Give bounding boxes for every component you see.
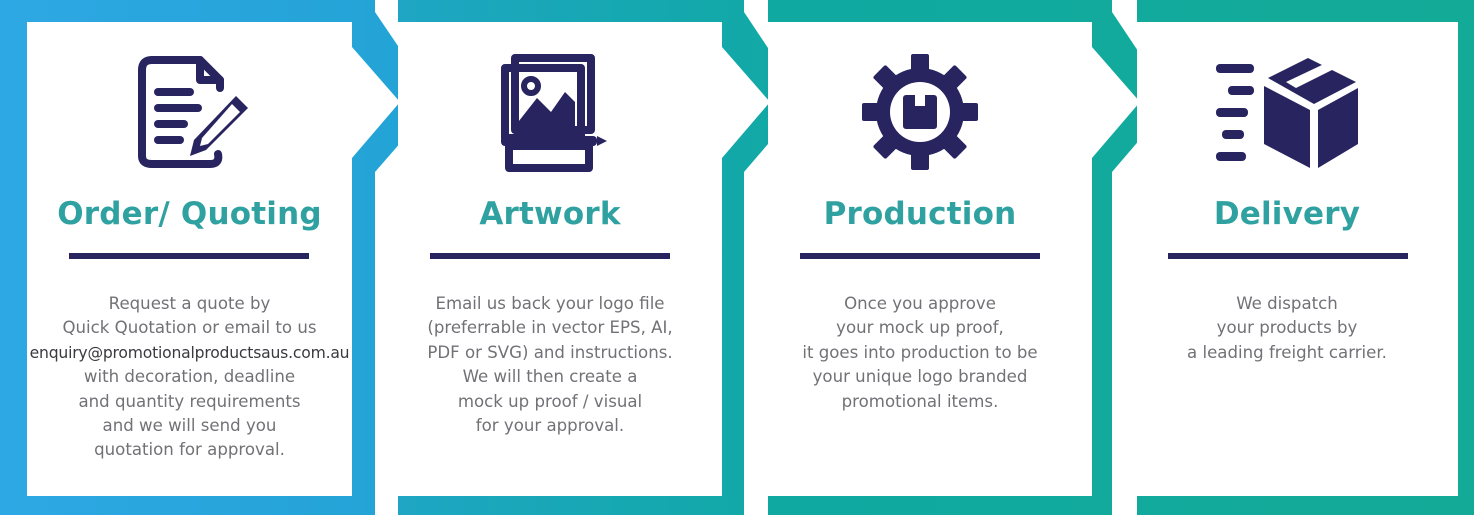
description-line: (preferrable in vector EPS, AI, xyxy=(427,318,673,338)
step-description: We dispatch your products by a leading f… xyxy=(1137,292,1437,365)
step-description: Request a quote by Quick Quotation or em… xyxy=(27,292,352,463)
title-underline xyxy=(430,253,670,259)
step-title: Delivery xyxy=(1213,196,1361,232)
description-line: We dispatch xyxy=(1236,294,1338,313)
step-order-quoting: Order/ Quoting Request a quote by Quick … xyxy=(27,0,352,515)
step-title: Order/ Quoting xyxy=(57,196,322,232)
title-underline xyxy=(1168,253,1408,259)
description-line: and we will send you xyxy=(102,416,277,436)
title-underline xyxy=(800,253,1040,259)
description-line: promotional items. xyxy=(841,391,999,411)
step-production: Production Once you approve your mock up… xyxy=(768,0,1072,515)
description-line: with decoration, deadline xyxy=(83,367,296,387)
step-description: Email us back your logo file (preferrabl… xyxy=(398,292,702,438)
description-line: We will then create a xyxy=(462,367,638,387)
description-line: Email us back your logo file xyxy=(435,294,665,313)
description-line: it goes into production to be xyxy=(802,342,1038,362)
description-line: a leading freight carrier. xyxy=(1187,342,1387,362)
description-line: Quick Quotation or email to us xyxy=(62,318,317,338)
description-line: and quantity requirements xyxy=(78,391,301,411)
description-line: Once you approve xyxy=(844,294,996,313)
step-description: Once you approve your mock up proof, it … xyxy=(768,292,1072,414)
delivery-box-icon xyxy=(1207,52,1367,172)
step-title: Production xyxy=(823,196,1017,232)
panel-bg-2 xyxy=(398,22,770,496)
panel-bg-1 xyxy=(27,22,400,496)
panel-bg-4 xyxy=(1137,22,1458,496)
description-line: your products by xyxy=(1216,318,1358,338)
description-line: PDF or SVG) and instructions. xyxy=(427,342,673,362)
step-title: Artwork xyxy=(479,196,621,232)
email-address: enquiry@promotionalproductsaus.com.au xyxy=(29,343,350,362)
description-line: quotation for approval. xyxy=(94,440,285,460)
gear-box-icon xyxy=(840,52,1000,172)
description-line: Request a quote by xyxy=(108,294,271,313)
description-line: your mock up proof, xyxy=(836,318,1004,338)
title-underline xyxy=(69,253,309,259)
description-line: your unique logo branded xyxy=(812,367,1028,387)
step-artwork: Artwork Email us back your logo file (pr… xyxy=(398,0,702,515)
description-line: mock up proof / visual xyxy=(457,391,643,411)
description-line: for your approval. xyxy=(475,416,625,436)
artwork-image-icon xyxy=(470,52,630,172)
panel-bg-3 xyxy=(768,22,1140,496)
step-delivery: Delivery We dispatch your products by a … xyxy=(1137,0,1437,515)
document-pencil-icon xyxy=(109,52,269,172)
